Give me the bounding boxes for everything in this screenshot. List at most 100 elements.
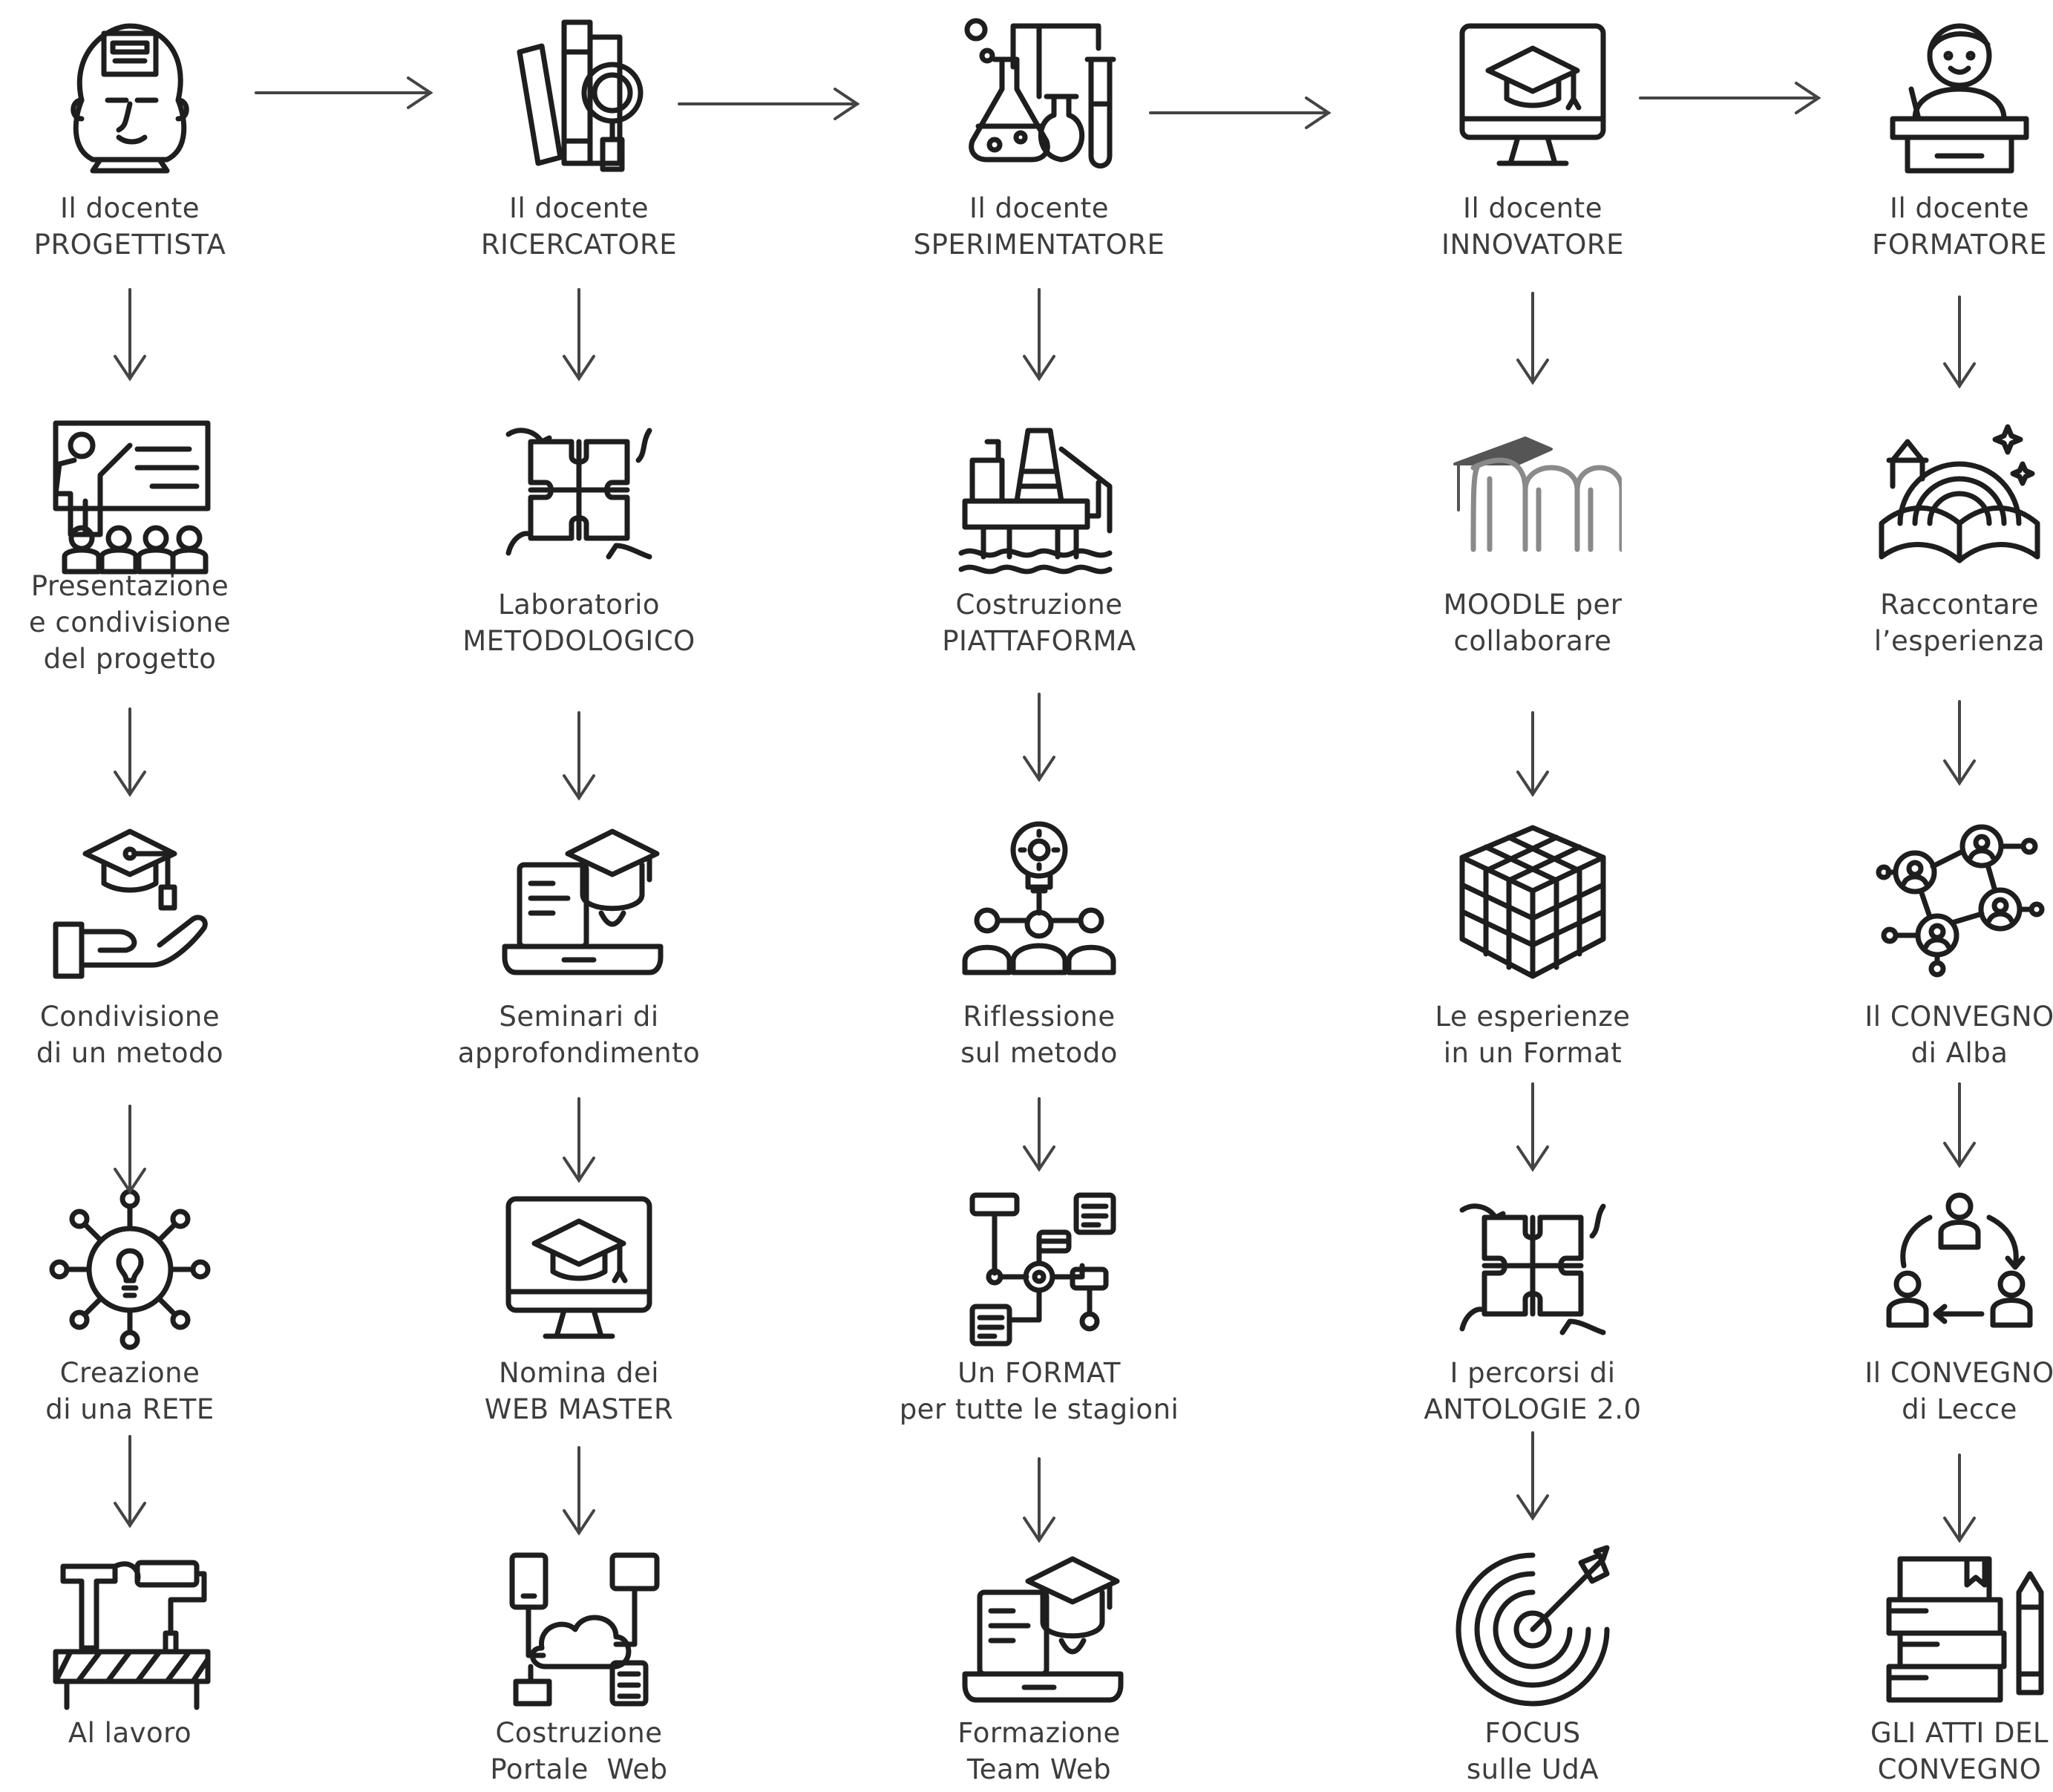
- step-label-4-2-line2: in un Format: [1443, 1037, 1623, 1069]
- step-label-4-4: FOCUS sulle UdA: [1369, 1715, 1696, 1788]
- arrow-right-1: [255, 76, 433, 109]
- hand-graduation-cap-icon: [41, 813, 219, 991]
- arrow-down-2-2: [563, 711, 595, 801]
- arrow-down-1-4: [114, 1435, 146, 1528]
- step-label-2-1-line2: METODOLOGICO: [462, 625, 695, 657]
- arrow-down-1-2: [114, 707, 146, 797]
- step-label-3-4-line2: Team Web: [966, 1753, 1112, 1785]
- teacher-head-icon: [41, 7, 219, 186]
- step-label-5-3: Il CONVEGNO di Lecce: [1796, 1355, 2053, 1428]
- oil-platform-icon: [950, 405, 1128, 583]
- step-label-3-2: Riflessione sul metodo: [876, 998, 1202, 1071]
- arrow-down-5-1: [1943, 295, 1976, 389]
- laptop-graduate-icon: [950, 1540, 1128, 1719]
- step-label-1-1-line2: e condivisione: [28, 606, 232, 638]
- step-label-4-2-line1: Le esperienze: [1435, 1001, 1631, 1033]
- step-label-3-3-line2: per tutte le stagioni: [899, 1393, 1179, 1425]
- step-label-1-4-line1: Al lavoro: [68, 1717, 192, 1749]
- arrow-down-3-4: [1023, 1457, 1055, 1543]
- column-header-2-line1: Il docente: [509, 192, 649, 224]
- column-header-1-line2: PROGETTISTA: [33, 229, 226, 261]
- step-label-5-4-line1: GLI ATTI DEL: [1870, 1717, 2049, 1749]
- step-label-3-3-line1: Un FORMAT: [957, 1357, 1121, 1389]
- flowchart-icon: [950, 1180, 1128, 1358]
- column-header-3-line2: SPERIMENTATORE: [913, 229, 1165, 261]
- step-label-1-1-line3: del progetto: [43, 643, 217, 675]
- step-label-5-2-line2: di Alba: [1910, 1037, 2008, 1069]
- arrow-down-4-2: [1516, 711, 1549, 797]
- column-header-5-line1: Il docente: [1890, 192, 2029, 224]
- rubik-cube-icon: [1444, 813, 1622, 991]
- step-label-3-2-line1: Riflessione: [963, 1001, 1116, 1033]
- books-pencil-icon: [1870, 1540, 2049, 1719]
- step-label-4-2: Le esperienze in un Format: [1369, 998, 1696, 1071]
- arrow-down-5-4: [1943, 1453, 1976, 1543]
- arrow-down-3-1: [1023, 288, 1055, 382]
- step-label-2-3-line1: Nomina dei: [498, 1357, 660, 1389]
- laptop-graduate-icon: [490, 813, 668, 991]
- column-header-2-line2: RICERCATORE: [480, 229, 678, 261]
- puzzle-hands-icon: [1444, 1180, 1622, 1358]
- column-header-4-line2: INNOVATORE: [1441, 229, 1624, 261]
- step-label-5-1-line2: l’esperienza: [1873, 625, 2046, 657]
- monitor-graduation-cap-icon: [1444, 7, 1622, 186]
- speaker-podium-icon: [1870, 7, 2049, 186]
- arrow-down-4-4: [1516, 1431, 1549, 1521]
- step-label-1-1-line1: Presentazione: [30, 570, 229, 602]
- presentation-icon: [41, 405, 219, 583]
- step-label-5-1: Raccontare l’esperienza: [1796, 586, 2053, 659]
- step-label-1-1: Presentazione e condivisione del progetto: [0, 568, 293, 677]
- arrow-right-3: [1149, 97, 1332, 129]
- arrow-down-5-3: [1943, 1082, 1976, 1168]
- network-bulb-icon: [41, 1180, 219, 1358]
- step-label-2-2-line1: Seminari di: [499, 1001, 659, 1033]
- arrow-down-4-1: [1516, 292, 1549, 385]
- step-label-1-3-line1: Creazione: [59, 1357, 200, 1389]
- step-label-4-3-line1: I percorsi di: [1450, 1357, 1616, 1389]
- step-label-3-1-line1: Costruzione: [955, 589, 1123, 621]
- step-label-4-1-line1: MOODLE per: [1443, 589, 1623, 621]
- lab-flasks-icon: [950, 7, 1128, 186]
- step-label-5-3-line2: di Lecce: [1902, 1393, 2017, 1425]
- step-label-5-3-line1: Il CONVEGNO: [1864, 1357, 2053, 1389]
- step-label-1-2-line1: Condivisione: [39, 1001, 220, 1033]
- step-label-4-3-line2: ANTOLOGIE 2.0: [1424, 1393, 1642, 1425]
- storybook-rainbow-icon: [1870, 405, 2049, 583]
- column-header-1-line1: Il docente: [60, 192, 200, 224]
- step-label-2-2-line2: approfondimento: [457, 1037, 701, 1069]
- step-label-2-4-line1: Costruzione: [495, 1717, 663, 1749]
- arrow-down-1-3: [114, 1105, 146, 1194]
- idea-team-icon: [950, 813, 1128, 991]
- step-label-2-1-line1: Laboratorio: [497, 589, 661, 621]
- step-label-2-2: Seminari di approfondimento: [416, 998, 742, 1071]
- step-label-2-3-line2: WEB MASTER: [484, 1393, 674, 1425]
- step-label-1-2: Condivisione di un metodo: [0, 998, 293, 1071]
- arrow-down-3-3: [1023, 1097, 1055, 1172]
- target-arrow-icon: [1444, 1540, 1622, 1719]
- step-label-5-4: GLI ATTI DEL CONVEGNO: [1796, 1715, 2053, 1788]
- people-cycle-icon: [1870, 1180, 2049, 1358]
- step-label-1-4: Al lavoro: [0, 1715, 293, 1751]
- step-label-5-4-line2: CONVEGNO: [1877, 1753, 2042, 1785]
- step-label-4-4-line2: sulle UdA: [1466, 1753, 1599, 1785]
- step-label-5-1-line1: Raccontare: [1880, 589, 2039, 621]
- step-label-3-2-line2: sul metodo: [960, 1037, 1118, 1069]
- step-label-4-4-line1: FOCUS: [1484, 1717, 1581, 1749]
- arrow-down-4-3: [1516, 1082, 1549, 1172]
- arrow-down-2-3: [563, 1097, 595, 1183]
- step-label-1-2-line2: di un metodo: [36, 1037, 224, 1069]
- work-tools-icon: [41, 1540, 219, 1719]
- monitor-graduation-cap-icon: [490, 1180, 668, 1358]
- people-network-icon: [1870, 813, 2049, 991]
